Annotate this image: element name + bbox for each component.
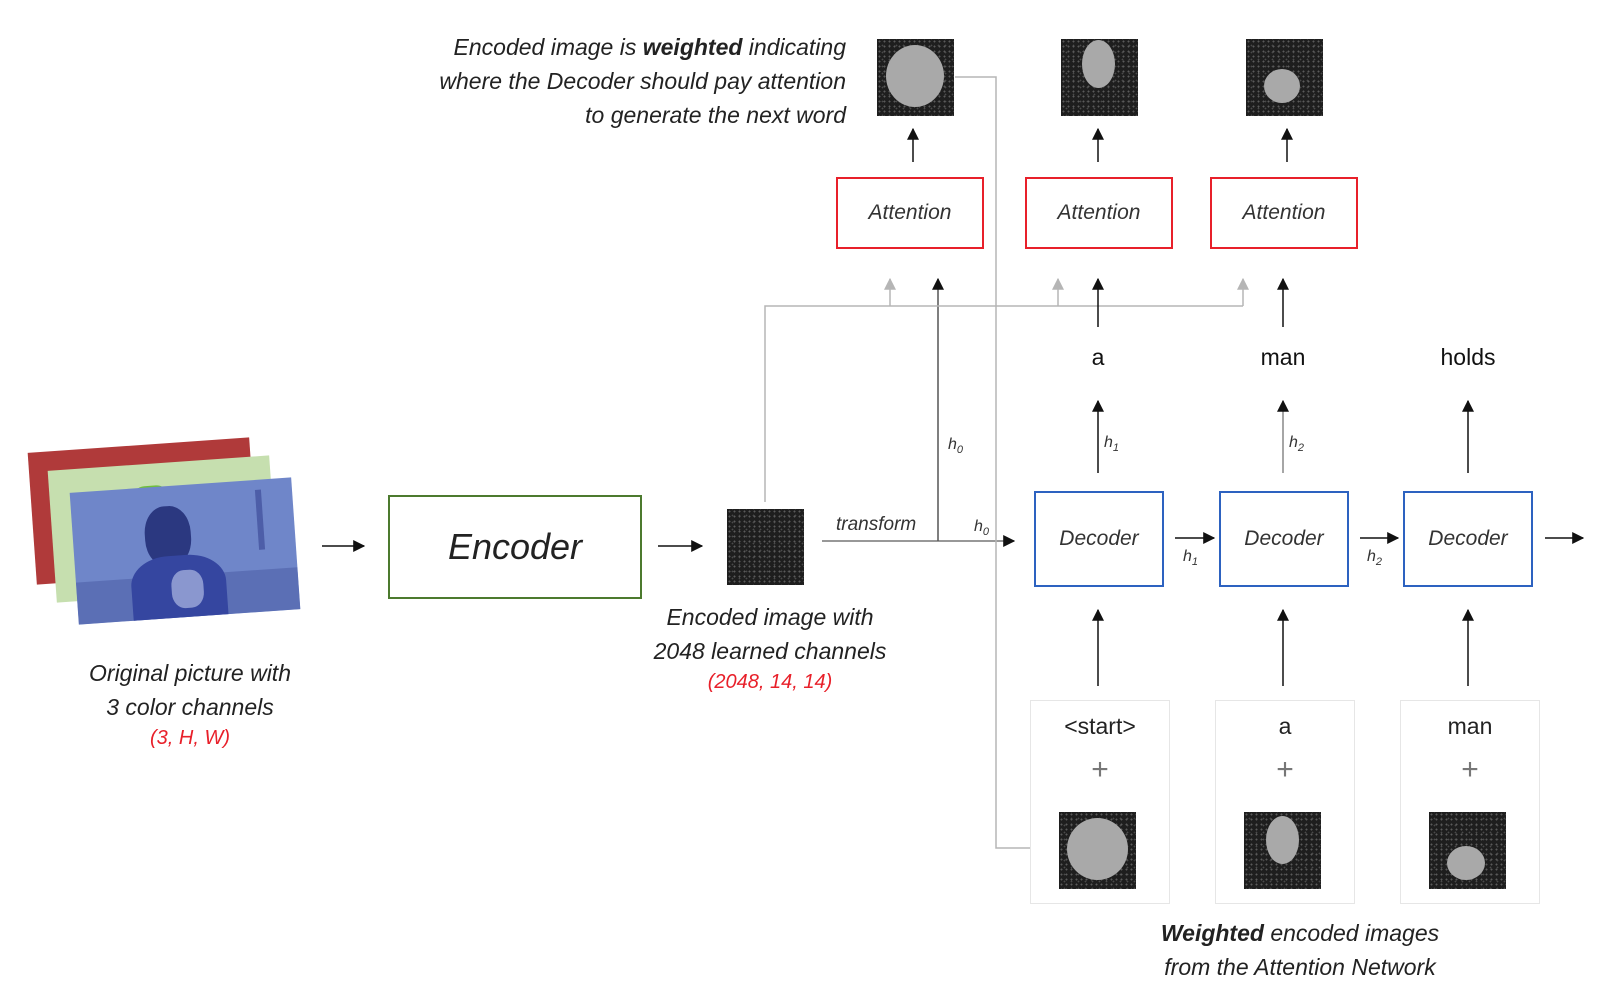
input-image-stack xyxy=(27,437,307,635)
attention-caption: Encoded image is weighted indicating whe… xyxy=(336,30,846,132)
weighted-input-image-2 xyxy=(1244,812,1321,889)
weighted-image-top-3 xyxy=(1246,39,1323,116)
weighted-input-image-1 xyxy=(1059,812,1136,889)
h0-label-horizontal: h0 xyxy=(974,518,990,539)
attention-caption-line2: where the Decoder should pay attention xyxy=(439,68,846,94)
weighted-caption-line2: from the Attention Network xyxy=(1164,954,1436,980)
input-token-2: a xyxy=(1278,713,1292,739)
output-word-2: man xyxy=(1260,344,1306,370)
attention-label-3: Attention xyxy=(1242,201,1326,224)
encoded-shape-label: (2048, 14, 14) xyxy=(707,671,833,693)
decoder-box-3: Decoder xyxy=(1403,491,1533,587)
plus-sign-1: + xyxy=(1091,753,1109,786)
attention-box-3: Attention xyxy=(1210,177,1358,249)
decoder-box-2: Decoder xyxy=(1219,491,1349,587)
attention-label-1: Attention xyxy=(868,201,952,224)
h1-label-vertical: h1 xyxy=(1104,434,1120,455)
h0-label-vertical: h0 xyxy=(948,436,964,457)
input-token-1: <start> xyxy=(1064,713,1136,739)
weighted-images-caption: Weighted encoded images from the Attenti… xyxy=(1100,916,1500,984)
encoded-caption-line1: Encoded image with xyxy=(666,604,874,630)
weighted-caption-line1: Weighted encoded images xyxy=(1160,920,1440,946)
decoder-label-2: Decoder xyxy=(1244,527,1324,550)
encoder-label: Encoder xyxy=(447,526,583,567)
blue-channel-image xyxy=(69,477,301,625)
h2-label-vertical: h2 xyxy=(1289,434,1305,455)
encoded-image xyxy=(727,509,804,585)
input-card-2: a + xyxy=(1215,700,1355,904)
encoded-caption: Encoded image with 2048 learned channels… xyxy=(605,600,935,696)
input-caption-line2: 3 color channels xyxy=(106,694,274,720)
h2-label-horizontal: h2 xyxy=(1367,548,1383,569)
input-token-3: man xyxy=(1447,713,1493,739)
weighted-image-route xyxy=(955,76,1057,854)
attention-caption-line3: to generate the next word xyxy=(585,102,846,128)
output-word-3: holds xyxy=(1440,344,1496,370)
weighted-input-image-3 xyxy=(1429,812,1506,889)
attention-label-2: Attention xyxy=(1057,201,1141,224)
encoder-box: Encoder xyxy=(388,495,642,599)
decoder-label-1: Decoder xyxy=(1059,527,1139,550)
input-caption: Original picture with 3 color channels (… xyxy=(20,656,360,752)
decoder-label-3: Decoder xyxy=(1428,527,1508,550)
weighted-image-top-2 xyxy=(1061,39,1138,116)
input-caption-line1: Original picture with xyxy=(89,660,291,686)
transform-label: transform xyxy=(836,514,917,535)
attention-caption-line1: Encoded image is weighted indicating xyxy=(453,34,846,60)
weighted-image-top-1 xyxy=(877,39,954,116)
plus-sign-3: + xyxy=(1461,753,1479,786)
attention-box-2: Attention xyxy=(1025,177,1173,249)
encoded-caption-line2: 2048 learned channels xyxy=(653,638,887,664)
input-shape-label: (3, H, W) xyxy=(150,727,230,749)
decoder-box-1: Decoder xyxy=(1034,491,1164,587)
attention-box-1: Attention xyxy=(836,177,984,249)
input-card-3: man + xyxy=(1400,700,1540,904)
encoded-bus-line xyxy=(764,305,1243,502)
output-word-1: a xyxy=(1091,344,1105,370)
h1-label-horizontal: h1 xyxy=(1183,548,1199,569)
input-card-1: <start> + xyxy=(1030,700,1170,904)
plus-sign-2: + xyxy=(1276,753,1294,786)
